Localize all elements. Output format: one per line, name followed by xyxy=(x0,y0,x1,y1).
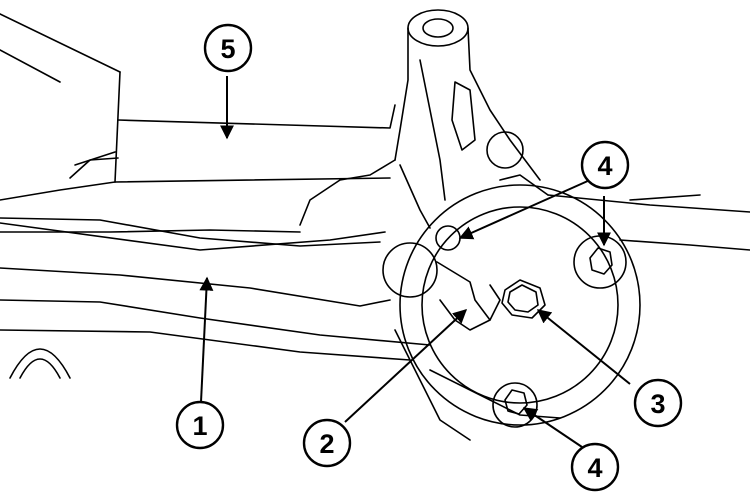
callout-2-label: 2 xyxy=(319,429,334,459)
arrow-2 xyxy=(344,309,468,423)
callouts: 5 1 2 3 4 4 xyxy=(175,23,683,492)
arrow-4b xyxy=(522,407,583,448)
drive-shaft xyxy=(547,194,750,251)
hub-nut xyxy=(501,279,546,319)
callout-3-label: 3 xyxy=(650,389,665,419)
lower-control-arm xyxy=(0,222,431,379)
callout-5-label: 5 xyxy=(220,34,235,64)
arrow-4a xyxy=(458,179,591,240)
callout-1: 1 xyxy=(175,400,225,450)
callout-5: 5 xyxy=(203,23,253,73)
callout-2: 2 xyxy=(302,418,352,468)
callout-4-top-label: 4 xyxy=(597,151,612,181)
leader-arrows xyxy=(199,76,631,448)
steering-knuckle xyxy=(299,9,641,441)
arrow-3 xyxy=(536,309,631,385)
callout-4-top: 4 xyxy=(580,140,630,190)
callout-4-bottom: 4 xyxy=(570,442,620,492)
drawing-lines xyxy=(0,9,750,441)
callout-4-bottom-label: 4 xyxy=(587,453,602,483)
subframe-crossmember xyxy=(0,13,396,247)
arrow-1 xyxy=(199,276,214,403)
callout-1-label: 1 xyxy=(192,411,207,441)
callout-3: 3 xyxy=(633,378,683,428)
